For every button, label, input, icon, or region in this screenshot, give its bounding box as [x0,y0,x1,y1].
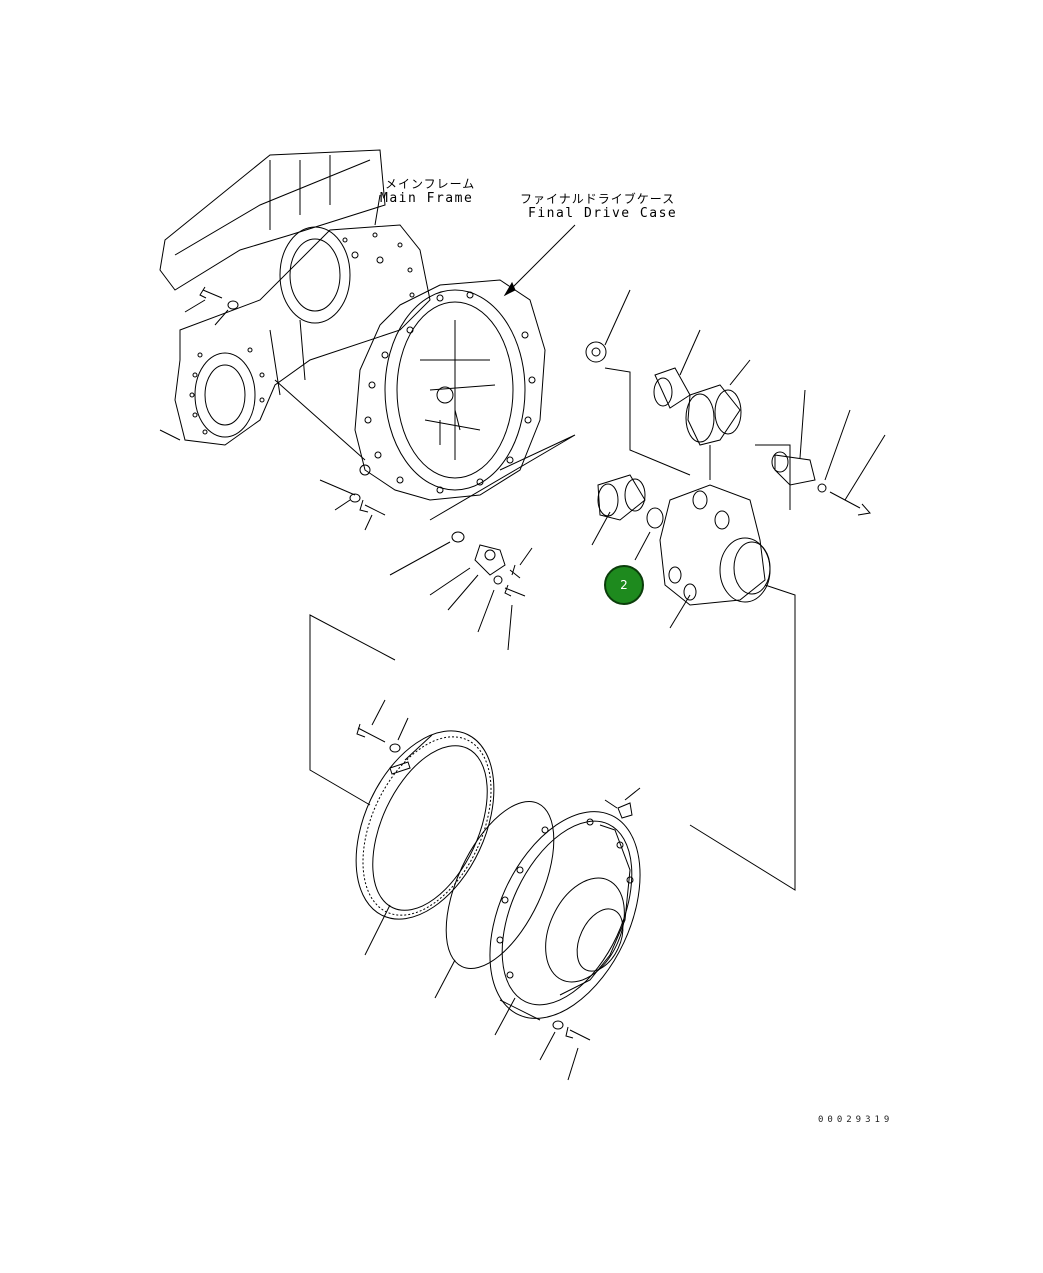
main-frame-drawing [159,149,431,446]
lock-parts-group [356,699,433,775]
ring-gear-drawing [355,730,495,956]
bracket-lines [309,614,396,806]
part-callout-number: 2 [620,578,628,592]
bearing-parts-group [585,289,886,891]
o-ring-drawing [434,801,555,999]
drawing-number: 00029319 [818,1115,894,1125]
main-frame-leader [374,194,381,226]
final-drive-case-arrowhead [503,281,516,297]
small-parts-group [389,531,533,651]
final-drive-case-label-en: Final Drive Case [528,206,678,221]
main-frame-label-jp: メインフレーム [385,177,476,191]
part-callout-marker[interactable]: 2 [604,565,644,605]
final-drive-case-leader [504,224,576,296]
main-frame-label-en: Main Frame [380,191,474,206]
final-drive-case-drawing [274,279,576,531]
hub-drawing [489,787,641,1081]
final-drive-case-label-jp: ファイナルドライブケース [520,192,676,206]
